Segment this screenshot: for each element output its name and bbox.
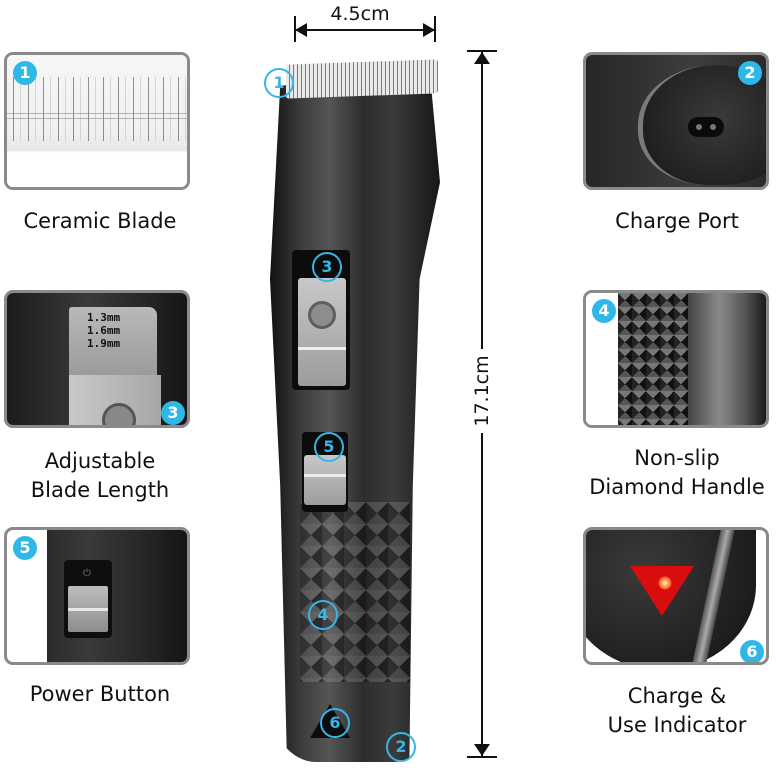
adjust-knob [308, 301, 336, 329]
width-line [295, 29, 435, 31]
feature-badge-1: 1 [13, 61, 37, 85]
marker-2: 2 [386, 732, 416, 762]
height-label: 17.1cm [469, 349, 495, 433]
caption-ceramic-blade: Ceramic Blade [23, 209, 177, 233]
feature-panel-power-button: ⏻ 5 [4, 527, 190, 665]
hair-clipper-image: 1 3 5 4 6 2 [264, 59, 450, 762]
marker-1: 1 [264, 68, 294, 98]
caption-charge-port: Charge Port [615, 209, 739, 233]
caption-line-1: Charge & [627, 684, 727, 708]
caption-line-2: Blade Length [30, 478, 170, 502]
arrow-down-icon [474, 744, 490, 756]
caption-diamond-handle: Non-slip Diamond Handle [577, 444, 777, 502]
scale-window [69, 307, 157, 377]
handle-smooth-surface [688, 293, 766, 425]
clipper-diamond-texture [300, 502, 410, 682]
marker-6: 6 [320, 708, 350, 738]
arrow-right-icon [423, 23, 435, 37]
feature-badge-5: 5 [13, 536, 37, 560]
adjust-lever [298, 278, 346, 386]
charge-socket-icon [688, 117, 724, 137]
feature-panel-adjustable-blade: 1.3mm 1.6mm 1.9mm 3 [4, 290, 190, 428]
led-glow [658, 576, 672, 590]
feature-badge-2: 2 [738, 61, 762, 85]
power-switch-stripe [68, 608, 108, 611]
adjust-stripe [298, 347, 346, 350]
clipper-blade [286, 59, 438, 99]
blade-teeth [7, 77, 187, 141]
caption-adjustable-blade: Adjustable Blade Length [0, 447, 200, 505]
caption-line-1: Adjustable [44, 449, 156, 473]
power-switch [304, 455, 346, 505]
marker-4: 4 [308, 600, 338, 630]
feature-panel-charge-port: 2 [583, 52, 769, 190]
power-stripe [304, 474, 346, 477]
feature-panel-ceramic-blade: 1 [4, 52, 190, 190]
feature-panel-indicator: 6 [583, 527, 769, 665]
feature-badge-6: 6 [740, 640, 764, 662]
scale-mark: 1.3mm [87, 311, 121, 324]
blade-scale: 1.3mm 1.6mm 1.9mm [87, 311, 120, 350]
blade-rivet-line [7, 113, 187, 119]
adjust-knob [102, 403, 136, 425]
arrow-up-icon [474, 52, 490, 64]
feature-badge-3: 3 [161, 401, 185, 425]
feature-badge-4: 4 [592, 299, 616, 323]
arrow-left-icon [295, 23, 307, 37]
caption-line-2: Use Indicator [607, 713, 747, 737]
marker-3: 3 [312, 252, 342, 282]
scale-mark: 1.9mm [87, 337, 121, 350]
scale-mark: 1.6mm [87, 324, 121, 337]
feature-panel-diamond-handle: 4 [583, 290, 769, 428]
width-label: 4.5cm [330, 3, 390, 25]
width-tick-right [434, 16, 436, 42]
power-symbol-icon: ⏻ [83, 568, 91, 579]
caption-line-2: Diamond Handle [589, 475, 765, 499]
caption-indicator: Charge & Use Indicator [577, 682, 777, 740]
indicator-light-icon [630, 566, 694, 616]
diamond-texture [618, 293, 688, 425]
marker-5: 5 [314, 432, 344, 462]
caption-line-1: Non-slip [634, 446, 720, 470]
caption-power-button: Power Button [29, 682, 171, 706]
height-tick-top [467, 50, 497, 52]
